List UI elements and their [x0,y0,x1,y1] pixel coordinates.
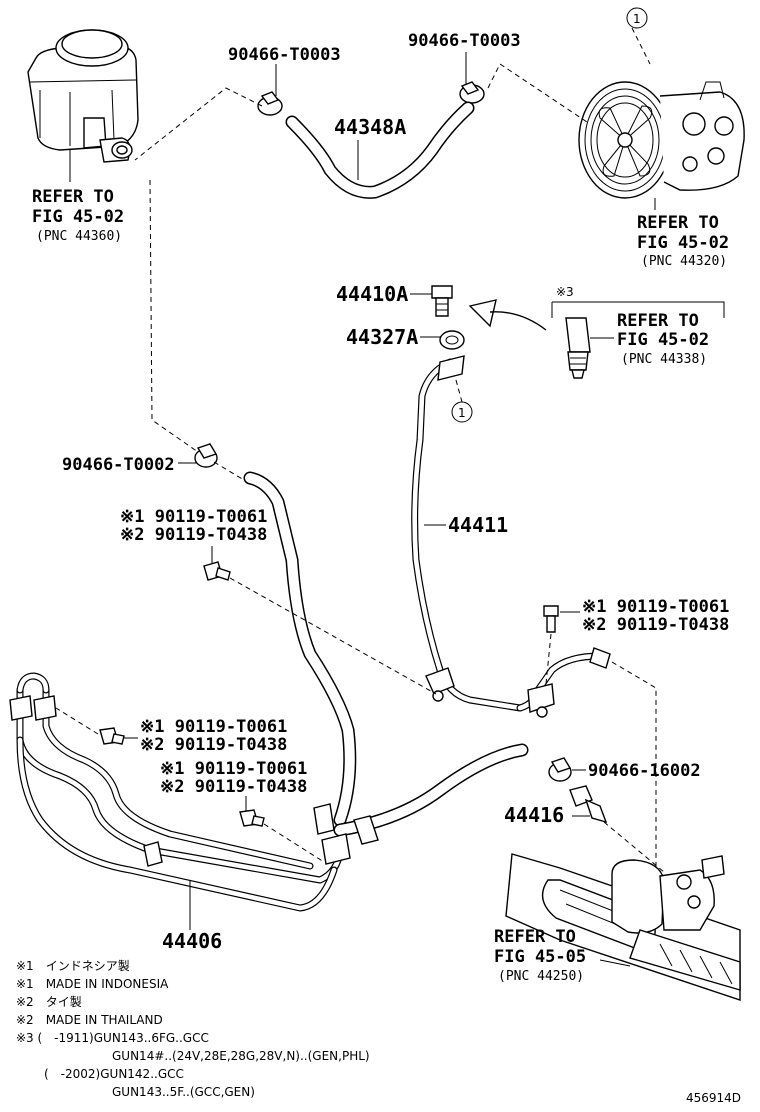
clamp-top-right-label: 90466-T0003 [408,31,521,51]
bolt-a-label-2: ※2 90119-T0438 [120,525,267,545]
hose-clamp-top-left [257,91,283,116]
pump-refer-label: REFER TO [637,213,719,233]
bolt-d [239,809,265,827]
bolt-c-label-1: ※1 90119-T0061 [140,717,287,737]
return-hose-lower [243,471,529,845]
bolt-b-label-1: ※1 90119-T0061 [582,597,729,617]
reservoir-refer-label: REFER TO [32,187,114,207]
gear-fig-label: FIG 45-05 [494,947,586,967]
footnote-6: GUN14#..(24V,28E,28G,28V,N)..(GEN,PHL) [112,1049,370,1063]
bolt-44410a-label: 44410A [336,282,408,306]
hose-clamp-16002 [548,757,572,782]
diagram-id: 456914D [686,1091,741,1105]
reservoir-fig-label: FIG 45-02 [32,207,124,227]
reservoir-tank-illustration [27,29,139,163]
union-bolt-44410a [431,285,453,317]
gear-refer-label: REFER TO [494,927,576,947]
power-steering-pump-illustration [578,81,745,199]
part-44416-label: 44416 [504,803,564,827]
return-hose-44348a [285,101,475,199]
footnotes: ※1 インドネシア製 ※1 MADE IN INDONESIA ※2 タイ製 ※… [16,959,370,1099]
pipe-44406-label: 44406 [162,929,222,953]
sensor-fig-label: FIG 45-02 [617,330,709,350]
pressure-switch-sensor [565,317,591,379]
sensor-refer-label: REFER TO [617,311,699,331]
tube-callout-number: 1 [458,406,466,420]
bolt-a [203,561,231,581]
reservoir-pnc-label: (PNC 44360) [36,229,122,244]
footnote-2: ※1 MADE IN INDONESIA [16,977,169,991]
clamp-16002-label: 90466-16002 [588,761,701,781]
bolt-c [99,727,125,745]
bolt-b-label-2: ※2 90119-T0438 [582,615,729,635]
bolt-c-label-2: ※2 90119-T0438 [140,735,287,755]
pump-fig-label: FIG 45-02 [637,233,729,253]
gear-pnc-label: (PNC 44250) [498,969,584,984]
footnote-1: ※1 インドネシア製 [16,959,130,973]
sensor-pnc-label: (PNC 44338) [621,352,707,367]
pump-callout-circle [626,7,648,29]
pressure-tube-44411 [411,355,611,718]
bolt-b [543,605,559,633]
footnote-4: ※2 MADE IN THAILAND [16,1013,163,1027]
cooler-pipe-44406 [9,672,351,912]
hose-clamp-top-right [459,81,485,104]
clamp-top-left-label: 90466-T0003 [228,45,341,65]
tube-44411-label: 44411 [448,513,508,537]
clamp-mid-label: 90466-T0002 [62,455,175,475]
hose-clamp-mid [194,443,218,468]
bolt-d-label-2: ※2 90119-T0438 [160,777,307,797]
gasket-44327a [439,330,465,350]
pump-pnc-label: (PNC 44320) [641,254,727,269]
bolt-a-label-1: ※1 90119-T0061 [120,507,267,527]
steering-gear-illustration [505,853,741,1001]
footnote-5: ※3 ( -1911)GUN143..6FG..GCC [16,1031,209,1045]
hose-44348a-label: 44348A [334,115,406,139]
gasket-44327a-label: 44327A [346,325,418,349]
sensor-s3-mark: ※3 [556,285,574,299]
union-44416 [569,785,608,824]
bolt-d-label-1: ※1 90119-T0061 [160,759,307,779]
pump-callout-number: 1 [633,12,641,26]
footnote-7: ( -2002)GUN142..GCC [44,1067,184,1081]
footnote-3: ※2 タイ製 [16,995,82,1009]
footnote-8: GUN143..5F..(GCC,GEN) [112,1085,255,1099]
